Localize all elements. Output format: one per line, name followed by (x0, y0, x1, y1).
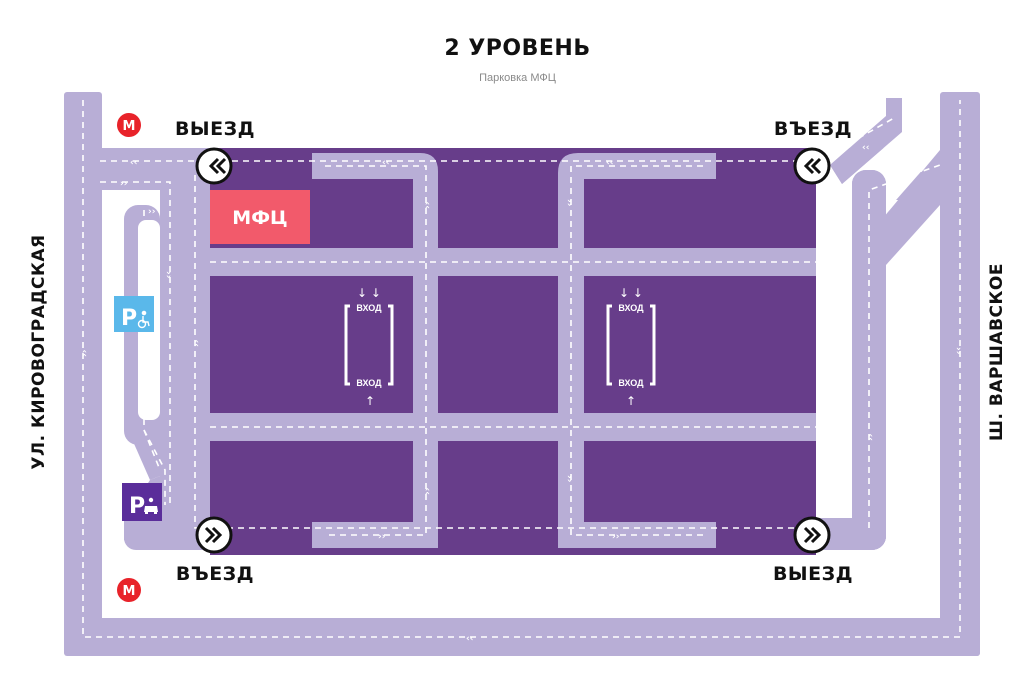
page-subtitle: Парковка МФЦ (479, 72, 556, 84)
svg-text:‹‹: ‹‹ (382, 158, 389, 168)
svg-text:››: ›› (378, 532, 386, 542)
svg-text:P: P (121, 306, 137, 331)
entrance-label: ВХОД (618, 303, 644, 313)
arrow-down-icon: ↓ ↓ (357, 286, 381, 300)
svg-text:››: ›› (192, 339, 202, 347)
svg-text:‹‹: ‹‹ (130, 158, 137, 168)
double-chevron-left-icon (208, 157, 227, 175)
svg-text:М: М (123, 584, 136, 599)
direction-arrows: ‹‹ ‹‹ ‹‹ ›› ›› ›› ›› ‹‹ ‹‹ (120, 143, 869, 644)
entrance-label: ВХОД (618, 378, 644, 388)
svg-text:››: ›› (564, 199, 574, 207)
gate-label-top-right: ВЪЕЗД (774, 118, 852, 140)
metro-logo-icon: М (117, 113, 141, 137)
svg-text:М: М (123, 119, 136, 134)
mfc-label: МФЦ (232, 207, 287, 229)
svg-text:››: ›› (163, 271, 173, 279)
entrance-label: ВХОД (356, 303, 382, 313)
arrow-up-icon: ↑ (365, 394, 375, 408)
vertical-arrows: ›› ›› ›› ›› ›› ›› ›› ›› ›› ›› (80, 199, 963, 495)
svg-text:‹‹: ‹‹ (862, 143, 869, 153)
metro-logo-icon: М (117, 578, 141, 602)
svg-text:››: ›› (423, 487, 433, 495)
svg-text:P: P (129, 494, 145, 519)
parking-area (210, 148, 816, 555)
svg-text:››: ›› (120, 179, 128, 189)
street-label-right: Ш. ВАРШАВСКОЕ (987, 263, 1007, 441)
gate-bottom-right[interactable] (793, 516, 831, 554)
svg-text:‹‹: ‹‹ (606, 158, 613, 168)
arrow-up-icon: ↑ (626, 394, 636, 408)
gate-top-left[interactable] (195, 147, 233, 185)
svg-text:››: ›› (866, 433, 876, 441)
gate-label-top-left: ВЫЕЗД (175, 118, 255, 140)
gate-label-bottom-right: ВЫЕЗД (773, 563, 853, 585)
double-chevron-left-icon (803, 157, 822, 175)
disabled-parking-sign: P (114, 296, 154, 332)
svg-text:››: ›› (953, 347, 963, 355)
svg-text:››: ›› (80, 349, 90, 357)
route-lines (82, 100, 961, 638)
svg-text:››: ›› (612, 532, 620, 542)
entrance-left: ВХОД ВХОД ↓ ↓ ↑ (344, 286, 394, 408)
double-chevron-right-icon (803, 526, 822, 544)
taxi-parking-sign: P (122, 483, 162, 521)
double-chevron-right-icon (204, 526, 223, 544)
svg-text:››: ›› (423, 201, 433, 209)
entrance-label: ВХОД (356, 378, 382, 388)
gate-bottom-left[interactable] (195, 516, 233, 554)
mfc-block (210, 190, 310, 244)
car-icon (144, 497, 158, 514)
wheelchair-icon (137, 310, 150, 329)
page-title: 2 УРОВЕНЬ (444, 36, 591, 61)
gate-top-right[interactable] (793, 147, 831, 185)
street-label-left: УЛ. КИРОВОГРАДСКАЯ (29, 234, 49, 469)
svg-text:››: ›› (564, 475, 574, 483)
arrow-down-icon: ↓ ↓ (619, 286, 643, 300)
entrance-right: ВХОД ВХОД ↓ ↓ ↑ (606, 286, 656, 408)
svg-text:››: ›› (141, 263, 151, 271)
svg-text:››: ›› (148, 207, 156, 217)
gate-label-bottom-left: ВЪЕЗД (176, 563, 254, 585)
svg-text:‹‹: ‹‹ (466, 634, 473, 644)
